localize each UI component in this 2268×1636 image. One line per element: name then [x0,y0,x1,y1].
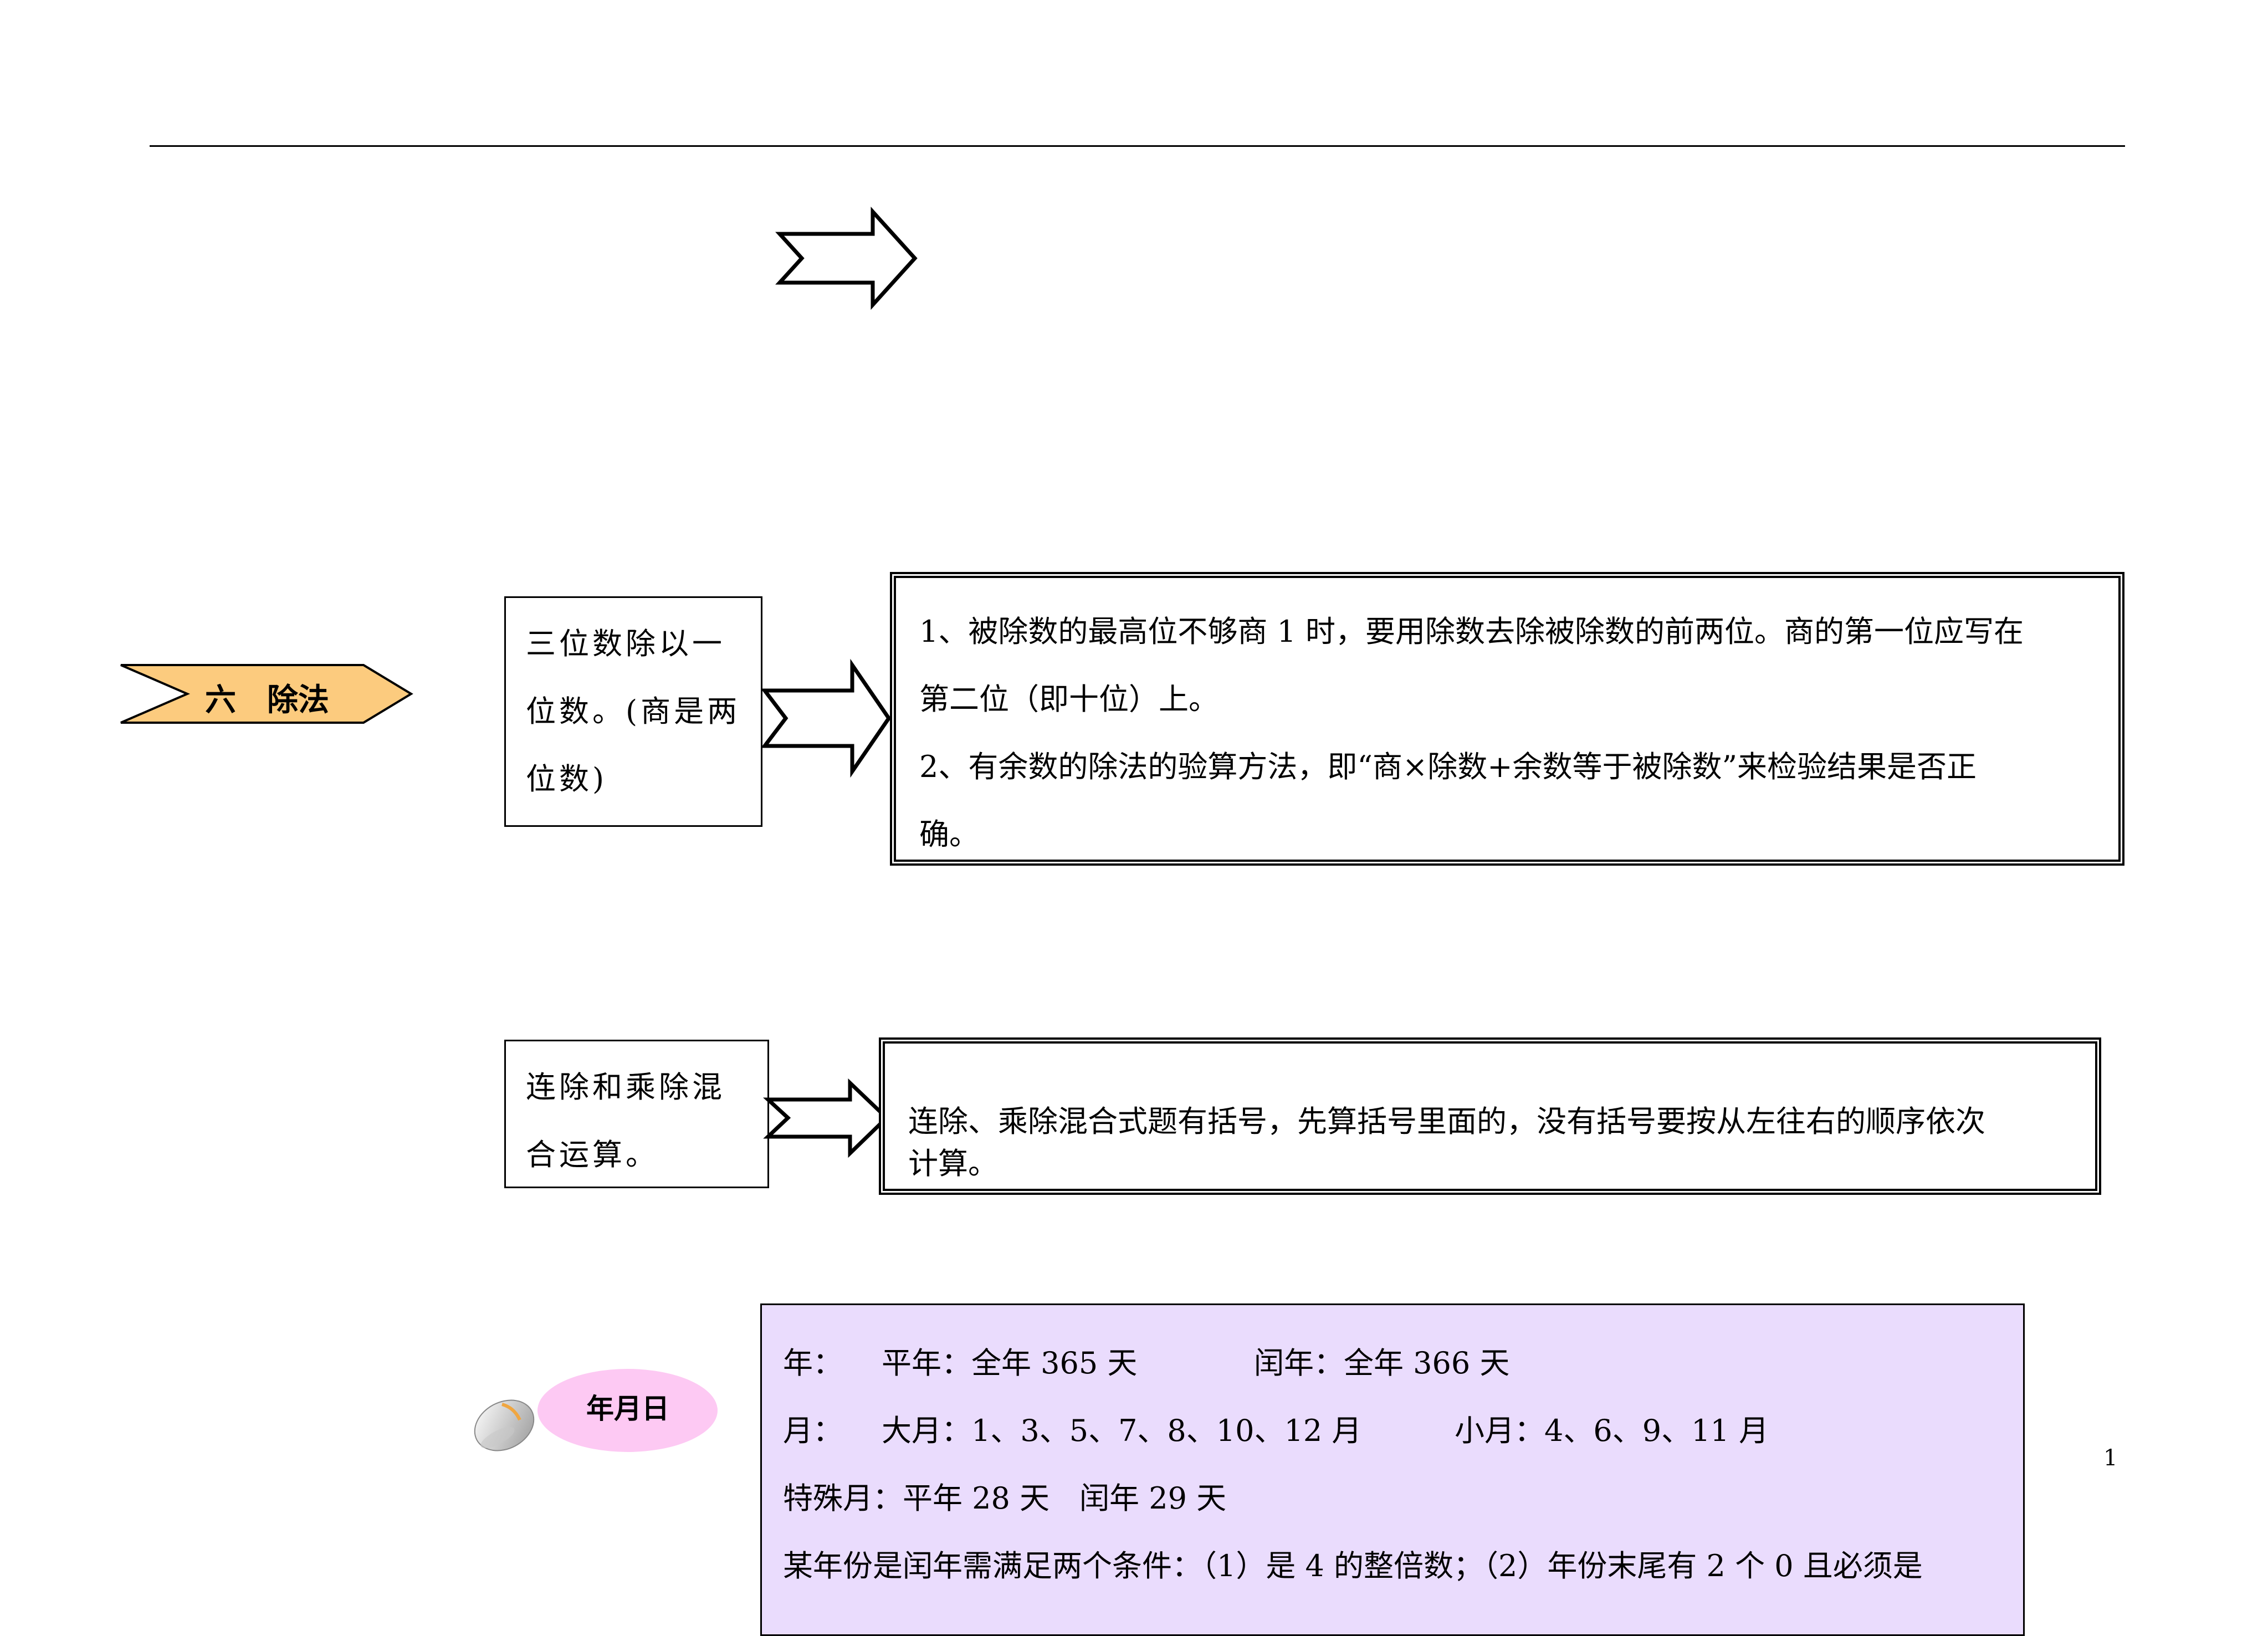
rule-line: 1、被除数的最高位不够商 1 时，要用除数去除被除数的前两位。商的第一位应写在 [919,614,2024,649]
topic-line: 合运算。 [526,1137,659,1172]
rule-line: 确。 [919,817,979,852]
big-months: 大月：1、3、5、7、8、10、12 月 [882,1413,1362,1448]
special-month: 特殊月：平年 28 天 闰年 29 天 [783,1481,1227,1516]
topic-line: 位数。(商是两 [526,694,741,729]
right-arrow-icon [760,658,892,778]
page-number: 1 [2103,1445,2118,1471]
right-arrow-icon [763,1078,890,1158]
rule-line: 连除、乘除混合式题有括号，先算括号里面的，没有括号要按从左往右的顺序依次 [908,1104,1985,1139]
rule-line: 计算。 [908,1146,998,1181]
computer-mouse-icon [474,1399,535,1451]
topic-box-mixed-operations: 连除和乘除混 合运算。 [504,1040,769,1188]
topic-line: 位数) [526,761,608,796]
rules-box-mixed-operations: 连除、乘除混合式题有括号，先算括号里面的，没有括号要按从左往右的顺序依次 计算。 [879,1037,2101,1195]
rule-line: 第二位（即十位）上。 [919,682,1219,717]
topic-box-three-digit-division: 三位数除以一 位数。(商是两 位数) [504,596,762,827]
year-line: 年： [783,1338,843,1382]
common-year: 平年：全年 365 天 [882,1346,1138,1381]
chapter-title: 六 除法 [205,682,329,718]
rules-box-division: 1、被除数的最高位不够商 1 时，要用除数去除被除数的前两位。商的第一位应写在 … [890,572,2124,866]
small-months: 小月：4、6、9、11 月 [1455,1413,1769,1448]
leap-year: 闰年：全年 366 天 [1254,1346,1510,1381]
badge-year-month-day: 年月日 [586,1393,669,1425]
leap-rule: 某年份是闰年需满足两个条件：（1）是 4 的整倍数；（2）年份末尾有 2 个 0… [783,1548,1923,1583]
badge-oval [537,1369,718,1452]
month-label: 月： [783,1413,843,1448]
calendar-info-box: 年： 平年：全年 365 天 闰年：全年 366 天 月： 大月：1、3、5、7… [760,1303,2025,1636]
topic-line: 三位数除以一 [526,626,725,661]
right-arrow-icon [775,206,918,310]
year-label: 年： [783,1346,843,1381]
rule-line: 2、有余数的除法的验算方法，即“商×除数+余数等于被除数”来检验结果是否正 [919,749,1977,784]
header-rule [150,145,2125,147]
chapter-tag [120,664,413,724]
topic-line: 连除和乘除混 [526,1070,725,1105]
